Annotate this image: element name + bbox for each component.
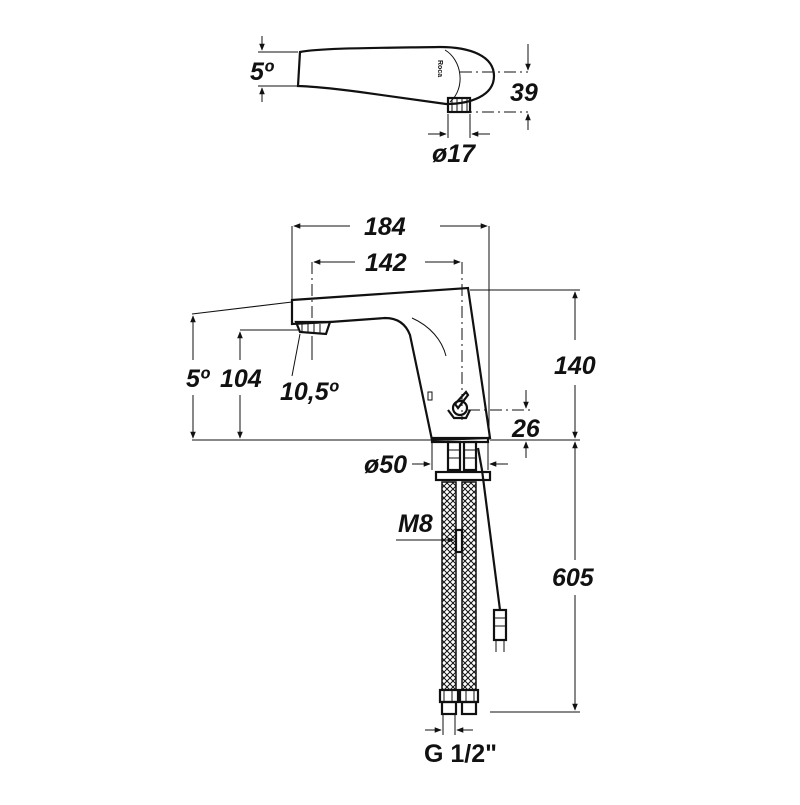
- cable-connector: [492, 608, 508, 642]
- hose-left: [441, 481, 457, 691]
- faucet-body: [290, 286, 492, 442]
- thread-label: G 1/2": [424, 740, 497, 768]
- sensor-cable: [476, 447, 502, 611]
- sensor-window: [427, 391, 433, 401]
- sensor-height-label: 26: [511, 415, 541, 443]
- outlet-height-label: 104: [220, 365, 262, 393]
- top-view-logo: Roca: [436, 60, 443, 77]
- top-view-height-label: 39: [510, 79, 538, 107]
- faucet-body-shade-curve: [411, 317, 447, 357]
- top-view-angle-label: 5º: [250, 58, 275, 86]
- spout-reach-label: 142: [365, 249, 407, 277]
- top-view-outlet-diameter-label: ø17: [432, 140, 476, 168]
- angle-label: 5º: [186, 365, 211, 393]
- overall-reach-label: 184: [364, 213, 406, 241]
- top-view: Roca 5º 39 ø17: [250, 36, 538, 168]
- mounting-hardware: [434, 440, 492, 482]
- threaded-stud: [454, 528, 464, 554]
- mounting-plate: [434, 470, 492, 482]
- outlet-angle-label: 10,5º: [280, 378, 340, 406]
- hose-length-label: 605: [552, 564, 595, 592]
- top-view-aerator: [446, 96, 472, 114]
- hose-right: [461, 481, 477, 691]
- height-label: 140: [554, 352, 596, 380]
- side-view: 184 142 140 26: [186, 213, 596, 768]
- top-view-cap-curve: [444, 49, 461, 103]
- sensor-knob: [447, 390, 471, 420]
- top-view-spout-body: [296, 45, 496, 106]
- aerator: [294, 320, 332, 336]
- stud-label: M8: [398, 510, 433, 538]
- base-diameter-label: ø50: [364, 451, 407, 479]
- hose-fittings: [438, 688, 480, 716]
